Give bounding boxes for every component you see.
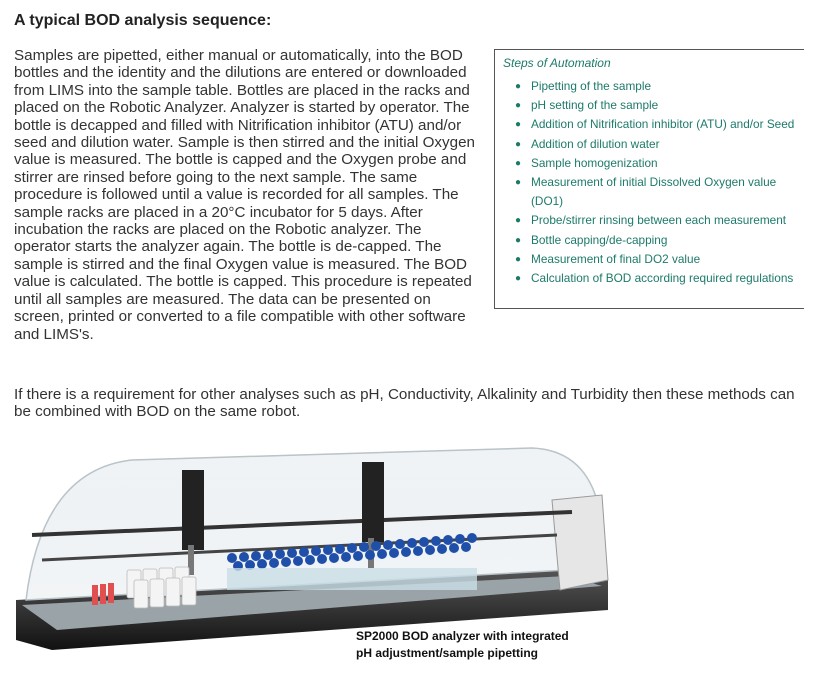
bullet-icon: ●	[515, 157, 522, 169]
white-bottles	[126, 566, 197, 609]
robot-arm-left	[182, 470, 204, 550]
robot-arm-right	[362, 462, 384, 542]
bullet-icon: ●	[515, 273, 522, 285]
bullet-icon: ●	[515, 253, 522, 265]
caption-line-1: SP2000 BOD analyzer with integrated	[356, 629, 569, 643]
intro-paragraph-block: Steps of Automation ●Pipetting of the sa…	[14, 47, 804, 343]
step-item: ●Sample homogenization	[515, 154, 804, 173]
control-panel	[551, 494, 609, 591]
caption-line-2: pH adjustment/sample pipetting	[356, 646, 539, 660]
step-item: ●Addition of dilution water	[515, 135, 804, 154]
steps-of-automation-box: Steps of Automation ●Pipetting of the sa…	[494, 49, 804, 309]
bullet-icon: ●	[515, 119, 522, 131]
red-tubes	[92, 583, 114, 605]
page-heading: A typical BOD analysis sequence:	[14, 12, 272, 29]
step-item: ●Calculation of BOD according required r…	[515, 269, 804, 288]
bod-analyzer-illustration	[16, 447, 609, 650]
bullet-icon: ●	[515, 100, 522, 112]
step-item: ●Probe/stirrer rinsing between each meas…	[515, 211, 804, 230]
step-item: ●Bottle capping/de-capping	[515, 231, 804, 250]
step-item: ●Addition of Nitrification inhibitor (AT…	[515, 115, 804, 134]
step-item: ●Measurement of initial Dissolved Oxygen…	[515, 175, 777, 209]
bullet-icon: ●	[515, 215, 522, 227]
bullet-icon: ●	[515, 138, 522, 150]
steps-box-title: Steps of Automation	[503, 56, 611, 70]
step-item: ●pH setting of the sample	[515, 96, 804, 115]
step-item: ●Pipetting of the sample	[515, 77, 804, 96]
probe-left	[188, 545, 194, 575]
intro-paragraph: Samples are pipetted, either manual or a…	[14, 47, 475, 343]
step-item: ●Measurement of final DO2 value	[515, 250, 804, 269]
image-caption: SP2000 BOD analyzer with integrated pH a…	[356, 628, 656, 662]
steps-list: ●Pipetting of the sample ●pH setting of …	[503, 77, 804, 288]
blue-capped-bottles	[227, 533, 477, 590]
combination-paragraph: If there is a requirement for other anal…	[14, 386, 795, 421]
bullet-icon: ●	[515, 81, 522, 92]
bullet-icon: ●	[515, 234, 522, 246]
bullet-icon: ●	[515, 177, 522, 189]
rail-top	[31, 510, 573, 537]
